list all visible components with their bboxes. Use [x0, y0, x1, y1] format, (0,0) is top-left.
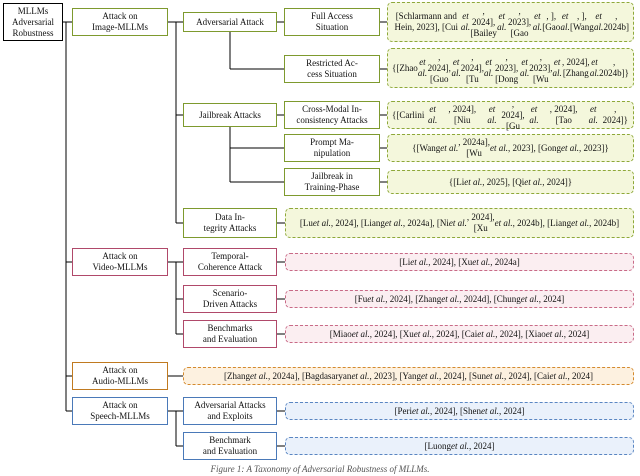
refs-prompt-manipulation: {[Wang et al., 2024a], [Wu et al., 2023]…: [387, 134, 634, 162]
category-image: Attack on Image-MLLMs: [72, 8, 168, 36]
subsub-cross-modal: Cross-Modal In- consistency Attacks: [284, 101, 380, 129]
sub-data-integrity: Data In- tegrity Attacks: [183, 208, 277, 238]
sub-video-benchmarks: Benchmarks and Evaluation: [183, 320, 277, 348]
subsub-restricted-access: Restricted Ac- cess Situation: [284, 55, 380, 83]
sub-temporal-coherence: Temporal- Coherence Attack: [183, 248, 277, 276]
subsub-training-phase: Jailbreak in Training-Phase: [284, 168, 380, 196]
refs-data-integrity: [Lu et al., 2024], [Liang et al., 2024a]…: [285, 208, 634, 238]
refs-audio: [Zhang et al., 2024a], [Bagdasaryan et a…: [183, 367, 634, 385]
sub-adversarial-attack: Adversarial Attack: [183, 12, 277, 32]
refs-video-benchmarks: [Miao et al., 2024], [Xu et al., 2024], …: [285, 325, 634, 343]
category-speech: Attack on Speech-MLLMs: [72, 397, 168, 425]
refs-full-access: [Schlarmann and Hein, 2023], [Cui et al.…: [387, 2, 634, 42]
refs-speech-benchmark: [Luong et al., 2024]: [285, 437, 634, 455]
refs-restricted-access: {[Zhao et al., 2024], [Guo et al., 2024]…: [387, 48, 634, 88]
sub-scenario-driven: Scenario- Driven Attacks: [183, 285, 277, 313]
sub-jailbreak-attacks: Jailbreak Attacks: [183, 103, 277, 127]
category-video: Attack on Video-MLLMs: [72, 248, 168, 276]
root-node: MLLMs Adversarial Robustness: [3, 3, 63, 41]
subsub-prompt-manipulation: Prompt Ma- nipulation: [284, 134, 380, 162]
refs-scenario-driven: [Fu et al., 2024], [Zhang et al., 2024d]…: [285, 290, 634, 308]
figure-caption: Figure 1: A Taxonomy of Adversarial Robu…: [210, 464, 430, 474]
refs-temporal-coherence: [Li et al., 2024], [Xu et al., 2024a]: [285, 253, 634, 271]
category-audio: Attack on Audio-MLLMs: [72, 362, 168, 390]
refs-training-phase: {[Li et al., 2025], [Qi et al., 2024]}: [387, 170, 634, 194]
refs-cross-modal: {[Carlini et al., 2024], [Niu et al., 20…: [387, 99, 634, 131]
subsub-full-access: Full Access Situation: [284, 8, 380, 36]
sub-speech-adversarial: Adversarial Attacks and Exploits: [183, 397, 277, 425]
sub-speech-benchmark: Benchmark and Evaluation: [183, 432, 277, 460]
refs-speech-adversarial: [Peri et al., 2024], [Shen et al., 2024]: [285, 402, 634, 420]
